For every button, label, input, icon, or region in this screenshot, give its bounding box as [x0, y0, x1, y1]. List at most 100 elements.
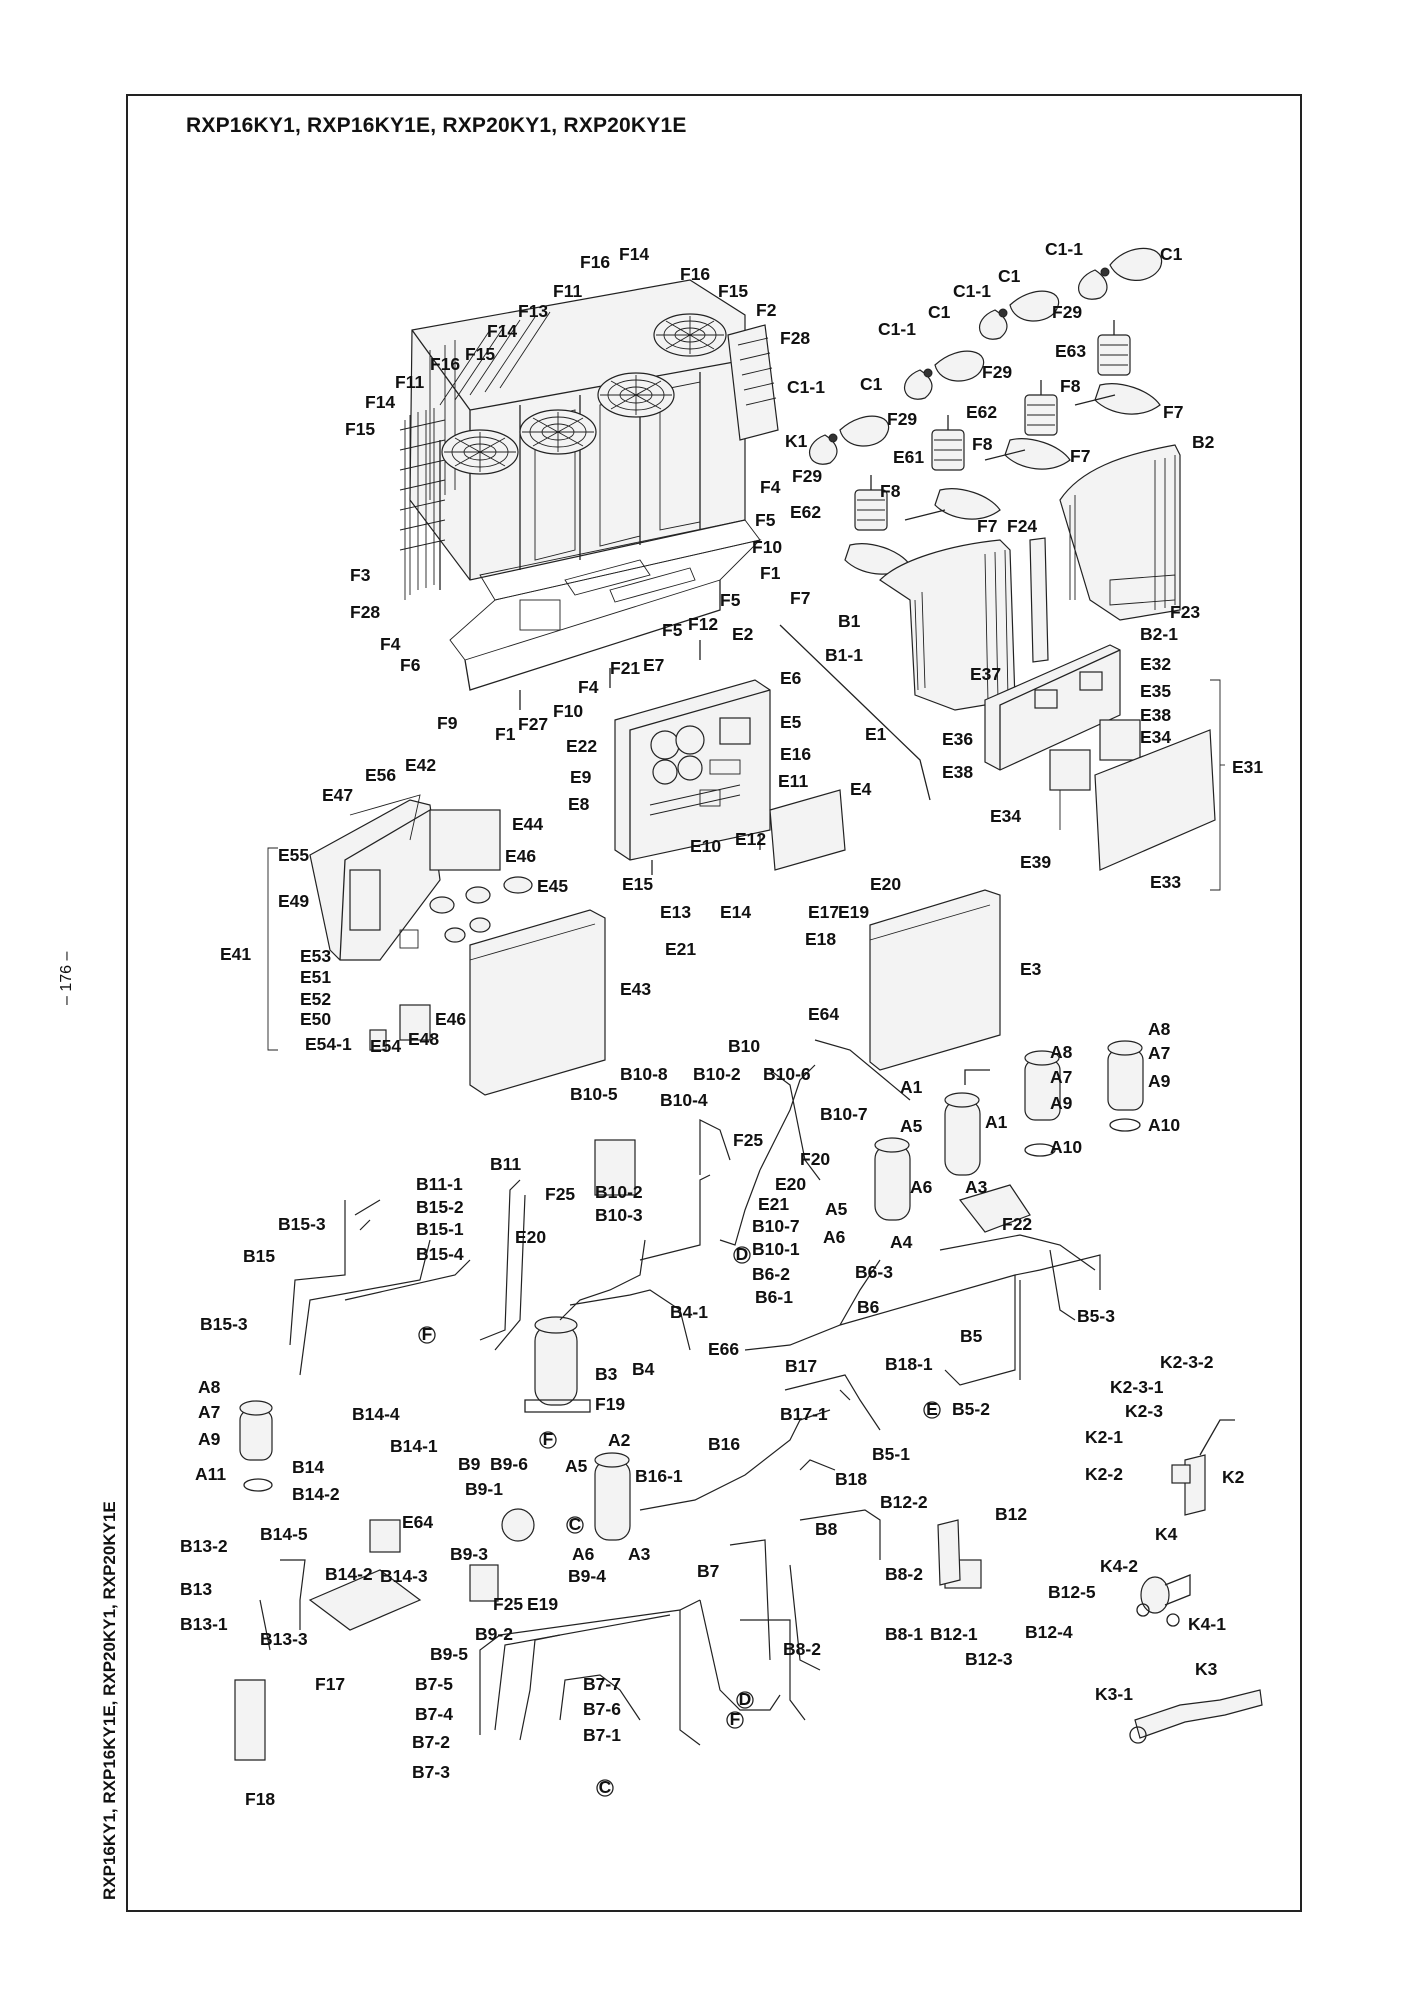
part-label: F25 [733, 1130, 763, 1150]
part-label: B16-1 [635, 1466, 683, 1486]
part-label: F4 [578, 677, 599, 697]
part-label: E52 [300, 989, 331, 1009]
part-label: C1-1 [953, 281, 991, 301]
part-label: B5-2 [952, 1399, 990, 1419]
part-label: F16 [680, 264, 710, 284]
propeller-fan-2 [978, 290, 1060, 340]
part-label: A10 [1050, 1137, 1082, 1157]
part-label: E35 [1140, 681, 1171, 701]
part-label: A3 [628, 1544, 651, 1564]
part-label: B8-1 [885, 1624, 923, 1644]
connection-marker: C [596, 1777, 614, 1797]
part-label: F24 [1007, 516, 1037, 536]
part-label: E6 [780, 668, 802, 688]
part-label: B2 [1192, 432, 1215, 452]
part-label: E2 [732, 624, 754, 644]
part-label: E39 [1020, 852, 1051, 872]
connection-marker: E [923, 1399, 941, 1419]
part-label: E22 [566, 736, 597, 756]
connection-marker: D [733, 1244, 751, 1264]
svg-text:F: F [422, 1324, 433, 1344]
part-label: B7-6 [583, 1699, 621, 1719]
part-label: B14-2 [325, 1564, 373, 1584]
fan-motor-E61 [931, 415, 965, 471]
part-label: B7 [697, 1561, 719, 1581]
part-label: K3-1 [1095, 1684, 1133, 1704]
part-label: B10-7 [752, 1216, 800, 1236]
part-label: F29 [792, 466, 822, 486]
part-label: E38 [1140, 705, 1171, 725]
part-label: E34 [990, 806, 1021, 826]
connection-marker: F [726, 1709, 744, 1729]
part-label: E50 [300, 1009, 331, 1029]
page-frame [126, 94, 1302, 1912]
part-label: B12-1 [930, 1624, 978, 1644]
part-label: F14 [487, 321, 517, 341]
svg-text:F: F [543, 1429, 554, 1449]
fan-grille-4 [653, 313, 727, 357]
connection-marker: D [736, 1689, 754, 1709]
part-label: F29 [887, 409, 917, 429]
part-label: E66 [708, 1339, 739, 1359]
part-label: E3 [1020, 959, 1042, 979]
part-label: E18 [805, 929, 836, 949]
part-label: E53 [300, 946, 331, 966]
part-label: B5 [960, 1326, 983, 1346]
part-label: A11 [195, 1464, 226, 1484]
part-label: A7 [1050, 1067, 1072, 1087]
part-label: B10-2 [693, 1064, 741, 1084]
svg-text:C: C [569, 1514, 582, 1534]
bracket-F17 [308, 1569, 422, 1631]
part-label: B9 [458, 1454, 481, 1474]
part-label: F11 [553, 281, 582, 301]
part-label: F15 [465, 344, 495, 364]
part-label: B7-2 [412, 1732, 450, 1752]
part-label: E43 [620, 979, 651, 999]
casing-assembly [399, 279, 779, 710]
part-label: B5-1 [872, 1444, 910, 1464]
part-label: A8 [1050, 1042, 1073, 1062]
part-label: B3 [595, 1364, 618, 1384]
svg-text:C: C [599, 1777, 612, 1797]
fan-motor-E62-upper [1024, 380, 1058, 436]
part-label: A8 [1148, 1019, 1171, 1039]
part-label: B14-1 [390, 1436, 438, 1456]
part-label: E4 [850, 779, 872, 799]
part-label: A7 [198, 1402, 220, 1422]
part-label: C1 [998, 266, 1021, 286]
part-label: E55 [278, 845, 309, 865]
part-label: B10 [728, 1036, 760, 1056]
part-label: B15-1 [416, 1219, 464, 1239]
part-label: F23 [1170, 602, 1200, 622]
part-label: E54-1 [305, 1034, 352, 1054]
part-label: F5 [662, 620, 683, 640]
part-label: F29 [982, 362, 1012, 382]
part-label: A2 [608, 1430, 631, 1450]
part-label: A3 [965, 1177, 988, 1197]
svg-text:D: D [736, 1244, 749, 1264]
valve-plate-B10-5 [594, 1139, 636, 1196]
part-label: E7 [643, 655, 664, 675]
part-label: E15 [622, 874, 653, 894]
part-label: E11 [778, 771, 808, 791]
part-label: E46 [435, 1009, 466, 1029]
part-label: B6-1 [755, 1287, 793, 1307]
part-label: E63 [1055, 341, 1086, 361]
part-label: E20 [515, 1227, 546, 1247]
part-label: F4 [380, 634, 401, 654]
solenoid-B9-6 [501, 1508, 535, 1542]
part-label: A4 [890, 1232, 913, 1252]
part-label: F7 [1163, 402, 1183, 422]
part-label: B14-2 [292, 1484, 340, 1504]
part-label: B2-1 [1140, 624, 1178, 644]
part-label: E64 [402, 1512, 433, 1532]
part-label: F1 [495, 724, 516, 744]
part-label: B12-2 [880, 1492, 928, 1512]
part-label: F14 [619, 244, 649, 264]
part-label: B10-4 [660, 1090, 708, 1110]
part-label: F11 [395, 372, 424, 392]
part-label: F12 [688, 614, 718, 634]
part-label: B15-4 [416, 1244, 464, 1264]
part-label: C1-1 [787, 377, 825, 397]
part-label: F15 [345, 419, 375, 439]
